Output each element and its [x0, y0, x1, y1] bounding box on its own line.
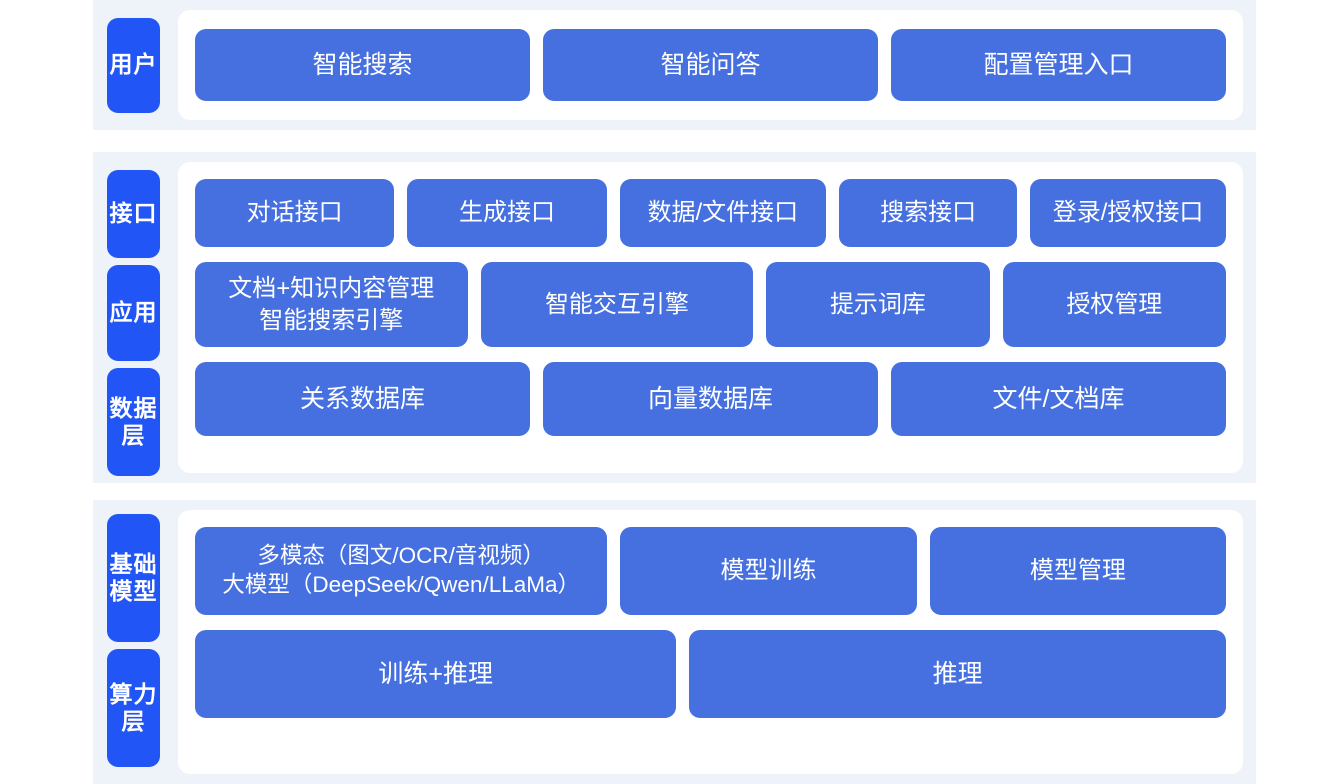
box-doc-knowledge-content-management[interactable]: 文档+知识内容管理 智能搜索引擎	[195, 262, 468, 347]
section-user-layer: 用户 智能搜索 智能问答 配置管理入口	[93, 0, 1256, 130]
section-infrastructure-layer: 基础模型 算力层 多模态（图文/OCR/音视频） 大模型（DeepSeek/Qw…	[93, 500, 1256, 784]
row-application: 文档+知识内容管理 智能搜索引擎 智能交互引擎 提示词库 授权管理	[195, 262, 1226, 347]
row-data-layer: 关系数据库 向量数据库 文件/文档库	[195, 362, 1226, 436]
row-user-entries: 智能搜索 智能问答 配置管理入口	[195, 29, 1226, 101]
box-training-plus-inference[interactable]: 训练+推理	[195, 630, 677, 718]
layer-label-column-infrastructure: 基础模型 算力层	[93, 500, 160, 784]
row-foundation-model: 多模态（图文/OCR/音视频） 大模型（DeepSeek/Qwen/LLaMa）…	[195, 527, 1226, 615]
layer-label-application: 应用	[107, 265, 160, 361]
box-login-auth-api[interactable]: 登录/授权接口	[1030, 179, 1226, 247]
box-smart-qa[interactable]: 智能问答	[543, 29, 878, 101]
user-layer-card: 智能搜索 智能问答 配置管理入口	[178, 10, 1243, 120]
box-prompt-library[interactable]: 提示词库	[766, 262, 990, 347]
box-search-api[interactable]: 搜索接口	[838, 179, 1018, 247]
box-data-file-api[interactable]: 数据/文件接口	[619, 179, 826, 247]
box-authorization-management[interactable]: 授权管理	[1002, 262, 1226, 347]
layer-label-foundation-model: 基础模型	[107, 514, 160, 642]
box-model-training[interactable]: 模型训练	[620, 527, 917, 615]
layer-label-column-user: 用户	[93, 0, 160, 130]
layer-label-column-platform: 接口 应用 数据层	[93, 152, 160, 483]
layer-label-data: 数据层	[107, 368, 160, 476]
layer-label-user: 用户	[107, 17, 160, 113]
box-vector-database[interactable]: 向量数据库	[543, 362, 878, 436]
box-multimodal-large-model[interactable]: 多模态（图文/OCR/音视频） 大模型（DeepSeek/Qwen/LLaMa）	[195, 527, 608, 615]
box-dialog-api[interactable]: 对话接口	[195, 179, 395, 247]
row-interface: 对话接口 生成接口 数据/文件接口 搜索接口 登录/授权接口	[195, 179, 1226, 247]
section-platform-layer: 接口 应用 数据层 对话接口 生成接口 数据/文件接口 搜索接口 登录/授权接口…	[93, 152, 1256, 483]
box-smart-interaction-engine[interactable]: 智能交互引擎	[480, 262, 754, 347]
infrastructure-layer-card: 多模态（图文/OCR/音视频） 大模型（DeepSeek/Qwen/LLaMa）…	[178, 510, 1243, 774]
box-file-document-store[interactable]: 文件/文档库	[891, 362, 1226, 436]
box-config-management-entry[interactable]: 配置管理入口	[891, 29, 1226, 101]
layer-label-interface: 接口	[107, 170, 160, 258]
box-model-management[interactable]: 模型管理	[929, 527, 1226, 615]
box-generation-api[interactable]: 生成接口	[407, 179, 607, 247]
box-inference[interactable]: 推理	[689, 630, 1226, 718]
row-compute-layer: 训练+推理 推理	[195, 630, 1226, 718]
layer-label-compute: 算力层	[107, 649, 160, 767]
platform-layer-card: 对话接口 生成接口 数据/文件接口 搜索接口 登录/授权接口 文档+知识内容管理…	[178, 162, 1243, 473]
box-smart-search[interactable]: 智能搜索	[195, 29, 530, 101]
box-relational-database[interactable]: 关系数据库	[195, 362, 530, 436]
